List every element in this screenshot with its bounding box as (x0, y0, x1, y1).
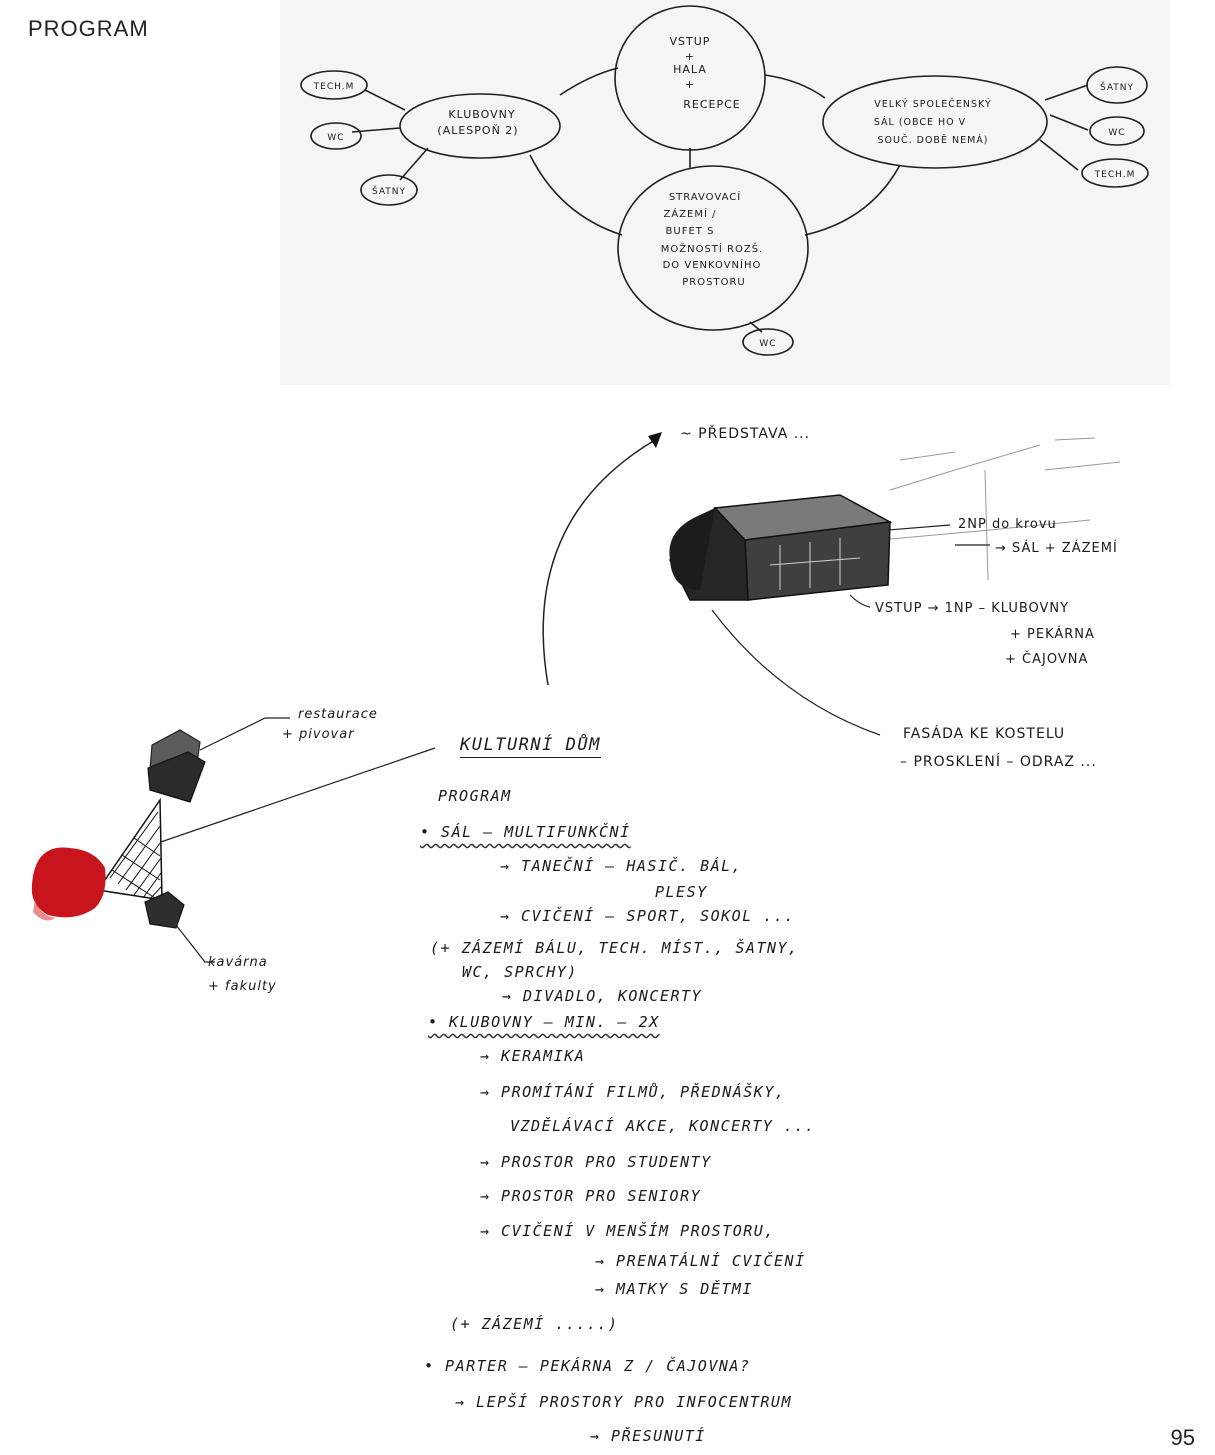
bottom-line-4: DO VENKOVNÍHO (663, 258, 762, 271)
note-lower-0: VSTUP → 1NP – KLUBOVNY (875, 601, 1069, 616)
note-line-15: → MATKY S DĚTMI (595, 1280, 753, 1298)
center-line-2: HALA (673, 63, 707, 76)
left-line-0: KLUBOVNY (448, 108, 515, 121)
center-line-0: VSTUP (670, 35, 711, 48)
note-upper-1: → SÁL + ZÁZEMÍ (995, 540, 1118, 556)
notes-subheading: PROGRAM (438, 787, 512, 805)
right-line-1: SÁL (OBCE HO V (874, 116, 966, 128)
left-line-1: (ALESPOŇ 2) (437, 124, 518, 137)
note-line-12: → PROSTOR PRO SENIORY (480, 1187, 701, 1205)
note-line-13: → CVIČENÍ V MENŠÍM PROSTORU, (480, 1222, 775, 1240)
note-line-0: • SÁL – MULTIFUNKČNÍ (420, 823, 631, 841)
notes-heading: KULTURNÍ DŮM (460, 735, 601, 758)
site-sketch (32, 718, 435, 962)
note-line-7: • KLUBOVNY – MIN. – 2X (428, 1013, 660, 1031)
bottom-line-5: PROSTORU (682, 277, 745, 288)
note-line-19: → PŘESUNUTÍ (590, 1427, 706, 1445)
page-number: 95 (1171, 1425, 1195, 1451)
site-label-top-1: + pivovar (282, 727, 355, 742)
arrow-to-concept (543, 440, 655, 685)
note-line-4: (+ ZÁZEMÍ BÁLU, TECH. MÍST., ŠATNY, (430, 939, 799, 957)
note-line-16: (+ ZÁZEMÍ .....) (450, 1315, 619, 1333)
bottom-line-3: MOŽNOSTÍ ROZŠ. (661, 242, 763, 255)
satellite-wc-left: WC (327, 133, 344, 143)
note-line-3: → CVIČENÍ – SPORT, SOKOL ... (500, 907, 795, 925)
note-lower-1: + PEKÁRNA (1010, 626, 1095, 642)
note-line-9: → PROMÍTÁNÍ FILMŮ, PŘEDNÁŠKY, (480, 1083, 785, 1101)
satellite-wc-bottom: WC (759, 339, 776, 349)
note-facade-1: – PROSKLENÍ – ODRAZ ... (900, 753, 1097, 770)
site-label-bottom-0: kavárna (208, 955, 268, 970)
right-line-0: VELKÝ SPOLEČENSKÝ (874, 98, 992, 110)
note-upper-0: 2NP do krovu (958, 517, 1057, 532)
note-line-17: • PARTER – PEKÁRNA Z / ČAJOVNA? (424, 1357, 750, 1375)
center-line-3: + (685, 78, 695, 91)
arrow-head (648, 432, 662, 448)
site-label-top-0: restaurace (298, 707, 378, 722)
satellite-techm-left: TECH.M (313, 82, 355, 92)
note-line-1: → TANEČNÍ – HASIČ. BÁL, (500, 857, 742, 875)
note-lower-2: + ČAJOVNA (1005, 651, 1088, 667)
center-line-1: + (685, 50, 695, 63)
note-facade-0: FASÁDA KE KOSTELU (903, 725, 1065, 742)
satellite-techm-right: TECH.M (1094, 170, 1136, 180)
note-line-2: PLESY (655, 883, 708, 901)
note-line-6: → DIVADLO, KONCERTY (502, 987, 702, 1005)
note-line-14: → PRENATÁLNÍ CVIČENÍ (595, 1252, 806, 1270)
building-sketch (669, 438, 1120, 735)
concept-caption: ~ PŘEDSTAVA ... (680, 425, 810, 442)
right-line-2: SOUČ. DOBĚ NEMÁ) (878, 134, 989, 146)
bottom-line-1: ZÁZEMÍ / (664, 207, 717, 220)
note-line-10: VZDĚLÁVACÍ AKCE, KONCERTY ... (510, 1117, 815, 1135)
note-line-11: → PROSTOR PRO STUDENTY (480, 1153, 712, 1171)
site-label-bottom-1: + fakulty (208, 979, 277, 994)
note-line-8: → KERAMIKA (480, 1047, 585, 1065)
note-line-5: WC, SPRCHY) (462, 963, 578, 981)
bottom-line-0: STRAVOVACÍ (669, 190, 741, 203)
center-line-4: RECEPCE (683, 98, 741, 111)
bottom-line-2: BUFET S (666, 226, 715, 237)
note-line-18: → LEPŠÍ PROSTORY PRO INFOCENTRUM (455, 1393, 792, 1411)
satellite-wc-right: WC (1108, 128, 1125, 138)
satellite-satny-left: ŠATNY (372, 185, 406, 197)
satellite-satny-right: ŠATNY (1100, 81, 1134, 93)
